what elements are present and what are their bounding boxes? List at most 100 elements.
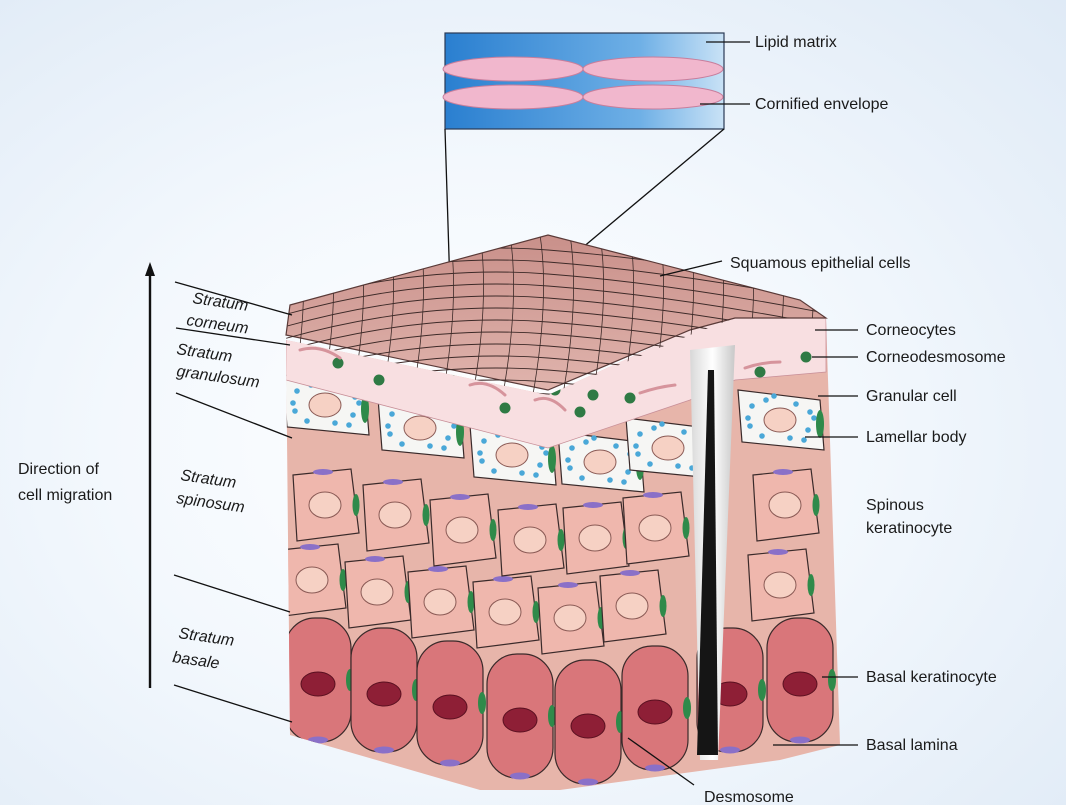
lamellar-body-dot xyxy=(801,437,807,443)
layer-divider-line xyxy=(174,575,290,612)
basal-nucleus xyxy=(638,700,672,724)
lamellar-body-dot xyxy=(745,415,751,421)
lamellar-body-dot xyxy=(537,462,543,468)
lamellar-body-dot xyxy=(681,429,687,435)
lamellar-body-dot xyxy=(807,409,813,415)
lamellar-body-dot xyxy=(346,422,352,428)
desmosome-cap xyxy=(620,570,640,576)
spinous-keratinocyte xyxy=(600,570,667,642)
desmosome-cap xyxy=(300,544,320,550)
lamellar-body-dot xyxy=(519,470,525,476)
basal-nucleus xyxy=(301,672,335,696)
corneodesmosome xyxy=(801,352,812,363)
granular-nucleus xyxy=(309,393,341,417)
desmosome xyxy=(490,519,497,541)
desmosome-cap xyxy=(558,582,578,588)
desmosome xyxy=(816,410,824,438)
desmosome-cap xyxy=(493,576,513,582)
lamellar-body-dot xyxy=(633,443,639,449)
desmosome-cap xyxy=(313,469,333,475)
lamellar-body-dot xyxy=(292,408,298,414)
basal-lamina-segment xyxy=(374,747,394,754)
spinous-nucleus xyxy=(616,593,648,619)
desmosome-cap xyxy=(365,556,385,562)
desmosome-cap xyxy=(583,502,603,508)
lamellar-body-dot xyxy=(675,463,681,469)
lamellar-body-dot xyxy=(332,420,338,426)
basal-nucleus xyxy=(367,682,401,706)
lamellar-body-dot xyxy=(635,451,641,457)
granular-nucleus xyxy=(496,443,528,467)
lamellar-body-dot xyxy=(385,423,391,429)
spinous-nucleus xyxy=(361,579,393,605)
spinous-nucleus xyxy=(446,517,478,543)
lamellar-body-dot xyxy=(591,435,597,441)
desmosome xyxy=(353,494,360,516)
basal-lamina-segment xyxy=(790,737,810,744)
desmosome xyxy=(683,697,691,719)
direction-label-line2: cell migration xyxy=(18,487,112,504)
lamellar-body-dot xyxy=(290,400,296,406)
lamellar-body-dot xyxy=(543,450,549,456)
basal-keratinocyte xyxy=(351,628,420,754)
lamellar-body-dot xyxy=(565,457,571,463)
corneocytes-label: Corneocytes xyxy=(866,322,956,339)
basal-keratinocyte xyxy=(622,646,691,772)
desmosome xyxy=(808,574,815,596)
spinous-nucleus xyxy=(769,492,801,518)
lamellar-body-dot xyxy=(793,401,799,407)
spinous-keratinocyte xyxy=(430,494,497,566)
lamellar-body-dot xyxy=(621,479,627,485)
stratum-basale-label-1: Stratum xyxy=(177,625,235,650)
desmosome-cap xyxy=(518,504,538,510)
basal-keratinocyte xyxy=(767,618,836,744)
spinous-keratinocyte xyxy=(293,469,360,541)
lamellar-body-dot xyxy=(805,427,811,433)
lamellar-body-dot xyxy=(533,472,539,478)
basal-nucleus xyxy=(783,672,817,696)
lamellar-body-dot xyxy=(579,475,585,481)
corneodesmosome xyxy=(625,393,636,404)
spinous-nucleus xyxy=(764,572,796,598)
lamellar-body-dot xyxy=(651,425,657,431)
lamellar-body-dot xyxy=(811,415,817,421)
basal-lamina-segment xyxy=(578,779,598,786)
spinous-nucleus xyxy=(639,515,671,541)
spinous-keratinocyte xyxy=(345,556,412,628)
corneodesmosome xyxy=(588,390,599,401)
spinous-keratinocyte xyxy=(363,479,430,551)
basal-nucleus xyxy=(433,695,467,719)
lamellar-body-dot xyxy=(491,468,497,474)
basal-nucleus xyxy=(571,714,605,738)
lamellar-body-dot xyxy=(583,439,589,445)
layer-divider-line xyxy=(176,393,292,438)
spinous-keratinocyte xyxy=(498,504,565,576)
basal-lamina-segment xyxy=(440,760,460,767)
inset-cell-ellipse xyxy=(583,57,723,81)
basal-keratinocyte xyxy=(285,618,354,744)
lamellar-body-dot xyxy=(387,431,393,437)
stratum-spinosum-label-1: Stratum xyxy=(179,467,237,492)
granular-nucleus xyxy=(404,416,436,440)
desmosome xyxy=(813,494,820,516)
inset-cell-ellipse xyxy=(443,85,583,109)
corneodesmosome xyxy=(500,403,511,414)
spinous-nucleus xyxy=(296,567,328,593)
basal-lamina-segment xyxy=(645,765,665,772)
lamellar-body-dot xyxy=(445,435,451,441)
lipid-matrix-label: Lipid matrix xyxy=(755,34,837,51)
lamellar-body-dot xyxy=(294,388,300,394)
corneodesmosome xyxy=(333,358,344,369)
lamellar-body-dot xyxy=(479,458,485,464)
desmosome-cap xyxy=(450,494,470,500)
spinous-nucleus xyxy=(424,589,456,615)
corneodesmosome-label: Corneodesmosome xyxy=(866,349,1006,366)
lamellar-body-dot xyxy=(647,461,653,467)
granular-nucleus xyxy=(652,436,684,460)
stratum-granulosum-label-2: granulosum xyxy=(175,363,260,391)
desmosome-label: Desmosome xyxy=(704,789,794,805)
basal-keratinocyte xyxy=(487,654,556,780)
corneodesmosome xyxy=(575,407,586,418)
spinous-nucleus xyxy=(579,525,611,551)
desmosome xyxy=(828,669,836,691)
